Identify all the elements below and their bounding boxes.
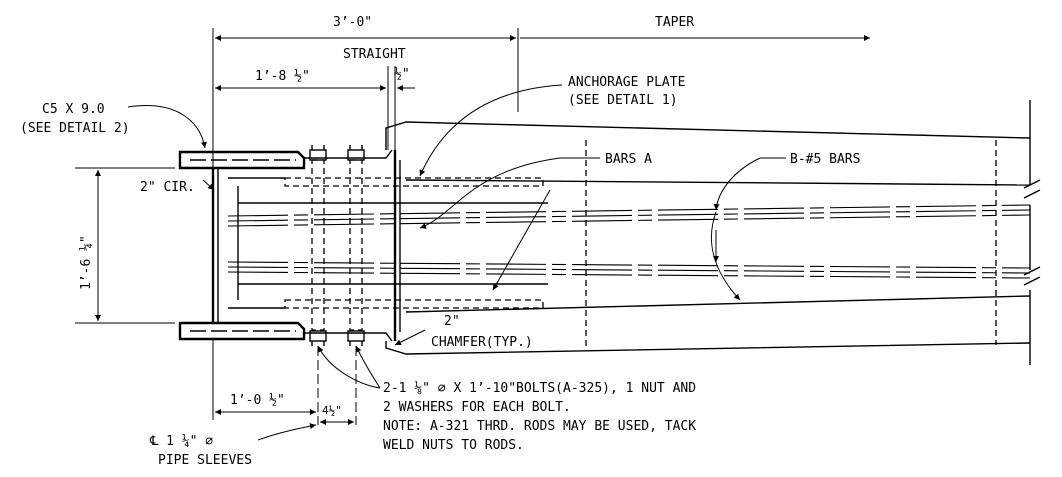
dim-half-inch-label: ½"	[394, 67, 410, 82]
pipe-sleeves-label: PIPE SLEEVES	[158, 453, 252, 468]
bolt-note-line-2: 2 WASHERS FOR EACH BOLT.	[383, 400, 571, 415]
anchorage-plate-callout: ANCHORAGE PLATE (SEE DETAIL 1)	[419, 75, 685, 177]
dimension-straight: STRAIGHT 1’-8 ½" ½"	[215, 47, 415, 150]
taper-label: TAPER	[655, 15, 694, 30]
dimension-taper: TAPER	[520, 15, 870, 41]
pipe-sleeves-callout: ℄ 1 ¼" ⌀ PIPE SLEEVES	[149, 423, 317, 468]
top-channel-flange	[178, 149, 393, 170]
dim-3ft-0in-label: 3’-0"	[333, 15, 372, 30]
channel-label: C5 X 9.0	[42, 102, 105, 117]
tapered-beam-outline	[385, 100, 1041, 365]
pipe-sleeves-size-label: ℄ 1 ¼" ⌀	[149, 434, 213, 449]
channel-callout: C5 X 9.0 (SEE DETAIL 2)	[20, 102, 207, 149]
cir-callout: 2" CIR.	[140, 179, 215, 195]
end-plate	[211, 168, 219, 323]
bottom-channel-flange	[178, 321, 393, 342]
dim-1ft-8half-label: 1’-8 ½"	[255, 69, 310, 84]
dim-1ft-0half-label: 1’-0 ½"	[230, 393, 285, 408]
dim-1ft-6quarter-label: 1’-6 ¼"	[79, 235, 94, 290]
straight-label: STRAIGHT	[343, 47, 406, 62]
reinforcing-bars	[227, 179, 1031, 313]
bars-a-label: BARS A	[605, 152, 652, 167]
dimension-bottom: 1’-0 ½" 4½"	[212, 339, 354, 425]
bars-a-callout: BARS A	[419, 152, 652, 291]
bars-b-label: B-#5 BARS	[790, 152, 860, 167]
chamfer-callout: 2" CHAMFER(TYP.)	[394, 314, 533, 350]
cir-label: 2" CIR.	[140, 180, 195, 195]
bolt-note-line-4: WELD NUTS TO RODS.	[383, 438, 524, 453]
anchorage-plate-label: ANCHORAGE PLATE	[568, 75, 685, 90]
dimension-1ft-6quarter: 1’-6 ¼"	[75, 167, 175, 324]
channel-detail-label: (SEE DETAIL 2)	[20, 121, 130, 136]
dimension-3ft-0in: 3’-0"	[212, 15, 519, 215]
bars-b-callout: B-#5 BARS	[711, 152, 860, 301]
bolt-note: 2-1 ⅛" ⌀ X 1’-10"BOLTS(A-325), 1 NUT AND…	[317, 345, 696, 453]
chamfer-label: CHAMFER(TYP.)	[431, 335, 533, 350]
bolts	[309, 145, 365, 425]
bolt-note-line-3: NOTE: A-321 THRD. RODS MAY BE USED, TACK	[383, 419, 696, 434]
dim-4half-label: 4½"	[322, 404, 342, 417]
anchorage-plate	[228, 177, 548, 309]
anchorage-plate-detail-label: (SEE DETAIL 1)	[568, 93, 678, 108]
bolt-note-line-1: 2-1 ⅛" ⌀ X 1’-10"BOLTS(A-325), 1 NUT AND	[383, 381, 696, 396]
chamfer-dim-label: 2"	[444, 314, 460, 329]
